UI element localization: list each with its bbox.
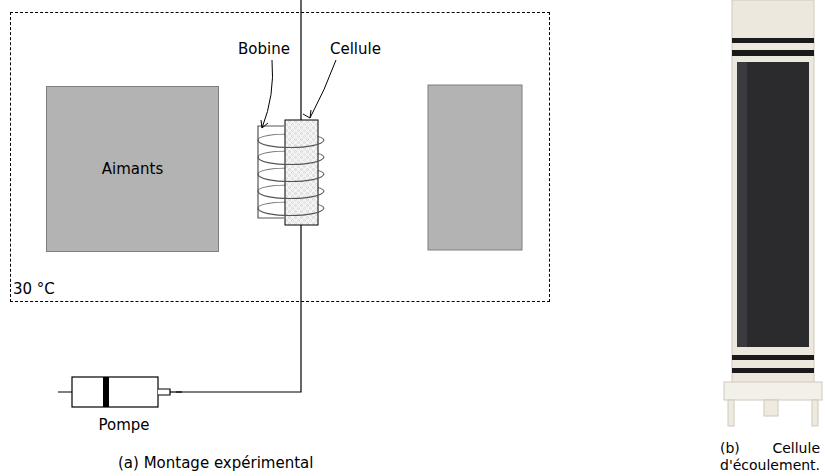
temperature-label: 30 °C	[13, 280, 55, 298]
syringe-symbol	[58, 372, 182, 412]
leader-line	[261, 60, 336, 128]
syringe-pump: Pompe	[58, 372, 190, 438]
text-holder: Aimants	[47, 87, 218, 251]
part-label: Bobine	[238, 40, 290, 58]
part-label: Cellule	[330, 40, 381, 58]
text-holder: 30 °C	[13, 280, 55, 298]
figure-caption: (b) Cellule d'écoulement.	[720, 440, 820, 474]
figure-caption: (a) Montage expérimental	[118, 454, 313, 472]
cell-photo	[722, 0, 822, 426]
magnet-block	[428, 85, 522, 250]
flow-cell	[285, 120, 318, 225]
coil-symbol	[258, 126, 324, 218]
magnet-block: Aimants	[46, 86, 219, 252]
node-label: Aimants	[102, 160, 163, 178]
text-holder: Pompe	[58, 416, 190, 434]
node-label: Pompe	[58, 416, 190, 434]
